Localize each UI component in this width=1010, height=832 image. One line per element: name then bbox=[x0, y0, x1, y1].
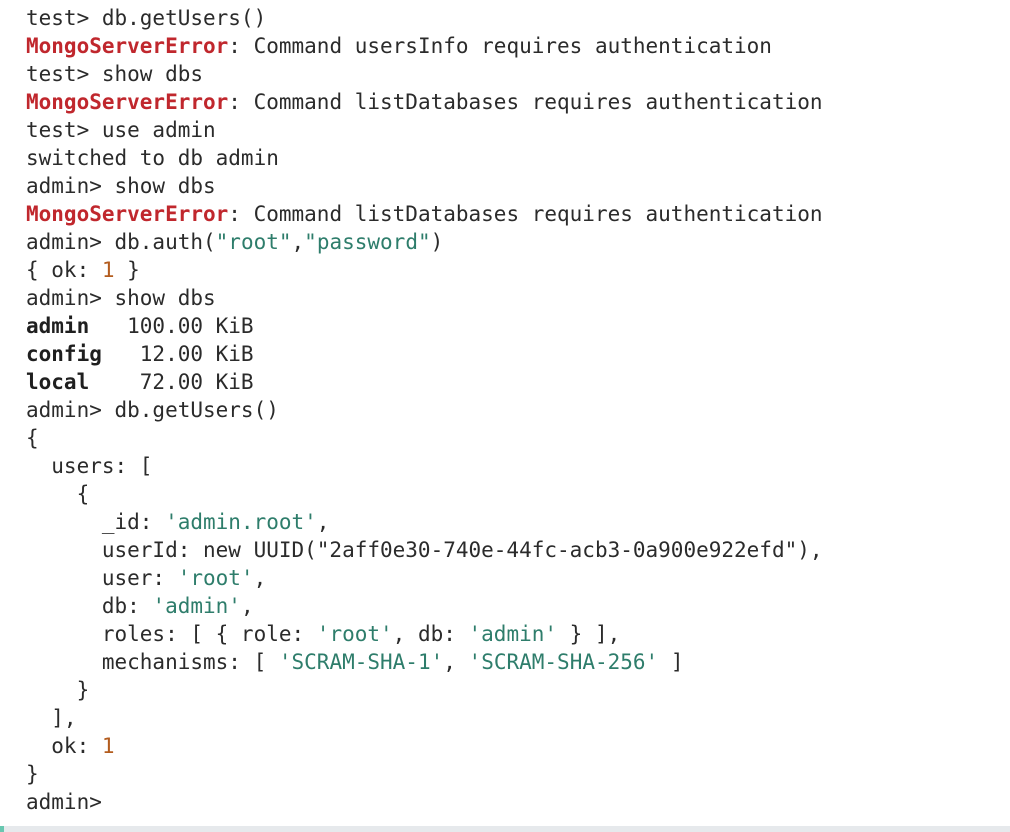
error-message: : Command usersInfo requires authenticat… bbox=[228, 34, 772, 58]
string-literal: 'root' bbox=[177, 566, 254, 590]
terminal-line: { ok: 1 } bbox=[26, 256, 1010, 284]
output-text: user: bbox=[26, 566, 178, 590]
terminal-line: user: 'root', bbox=[26, 564, 1010, 592]
string-literal: 'admin' bbox=[152, 594, 241, 618]
error-label: MongoServerError bbox=[26, 202, 229, 226]
output-text: { ok: bbox=[26, 258, 102, 282]
terminal-line: _id: 'admin.root', bbox=[26, 508, 1010, 536]
string-literal: 'admin' bbox=[468, 622, 558, 646]
terminal-line: mechanisms: [ 'SCRAM-SHA-1', 'SCRAM-SHA-… bbox=[26, 648, 1010, 676]
terminal-line: ok: 1 bbox=[26, 732, 1010, 760]
db-list-row: config 12.00 KiB bbox=[26, 340, 1010, 368]
string-literal: "root" bbox=[215, 230, 292, 254]
terminal-line: ], bbox=[26, 706, 77, 730]
number-literal: 1 bbox=[101, 734, 115, 758]
output-text: ] bbox=[658, 650, 684, 674]
terminal-line: test> use admin bbox=[26, 118, 216, 142]
horizontal-scrollbar[interactable] bbox=[0, 826, 1010, 832]
terminal-line: MongoServerError: Command usersInfo requ… bbox=[26, 32, 1010, 60]
output-text: , db: bbox=[392, 622, 469, 646]
terminal-line: { bbox=[26, 426, 39, 450]
output-text: , bbox=[253, 566, 267, 590]
terminal-line: admin> show dbs bbox=[26, 174, 216, 198]
terminal-line: roles: [ { role: 'root', db: 'admin' } ]… bbox=[26, 620, 1010, 648]
error-label: MongoServerError bbox=[26, 34, 229, 58]
error-message: : Command listDatabases requires authent… bbox=[228, 90, 823, 114]
scrollbar-thumb[interactable] bbox=[0, 826, 4, 832]
output-text: } bbox=[114, 258, 140, 282]
output-text: , bbox=[443, 650, 469, 674]
string-literal: 'SCRAM-SHA-1' bbox=[278, 650, 444, 674]
command-text: ) bbox=[430, 230, 444, 254]
terminal-line: admin> show dbs bbox=[26, 286, 216, 310]
terminal-line: MongoServerError: Command listDatabases … bbox=[26, 88, 1010, 116]
command-text: admin> db.auth( bbox=[26, 230, 216, 254]
terminal-line: test> show dbs bbox=[26, 62, 204, 86]
terminal-line: switched to db admin bbox=[26, 146, 279, 170]
terminal-line: userId: new UUID("2aff0e30-740e-44fc-acb… bbox=[26, 538, 823, 562]
db-size: 100.00 KiB bbox=[89, 314, 254, 338]
output-text: ok: bbox=[26, 734, 102, 758]
prompt-line[interactable]: admin> bbox=[26, 790, 102, 814]
error-message: : Command listDatabases requires authent… bbox=[228, 202, 823, 226]
output-text: , bbox=[240, 594, 254, 618]
terminal-line: users: [ bbox=[26, 454, 153, 478]
string-literal: 'root' bbox=[316, 622, 393, 646]
output-text: } ], bbox=[557, 622, 621, 646]
error-label: MongoServerError bbox=[26, 90, 229, 114]
output-text: roles: [ { role: bbox=[26, 622, 317, 646]
output-text: , bbox=[316, 510, 330, 534]
db-list-row: admin 100.00 KiB bbox=[26, 312, 1010, 340]
db-size: 12.00 KiB bbox=[101, 342, 254, 366]
output-text: _id: bbox=[26, 510, 166, 534]
terminal-line: MongoServerError: Command listDatabases … bbox=[26, 200, 1010, 228]
db-name: admin bbox=[26, 314, 90, 338]
terminal-line: } bbox=[26, 678, 90, 702]
output-text: mechanisms: [ bbox=[26, 650, 279, 674]
terminal-line: test> db.getUsers() bbox=[26, 6, 267, 30]
string-literal: "password" bbox=[304, 230, 431, 254]
terminal-line: db: 'admin', bbox=[26, 592, 1010, 620]
output-text: db: bbox=[26, 594, 153, 618]
string-literal: 'admin.root' bbox=[165, 510, 317, 534]
number-literal: 1 bbox=[101, 258, 115, 282]
terminal-line: admin> db.auth("root","password") bbox=[26, 228, 1010, 256]
db-list-row: local 72.00 KiB bbox=[26, 368, 1010, 396]
terminal-line: } bbox=[26, 762, 39, 786]
db-size: 72.00 KiB bbox=[89, 370, 254, 394]
terminal-line: admin> db.getUsers() bbox=[26, 398, 279, 422]
db-name: local bbox=[26, 370, 90, 394]
string-literal: 'SCRAM-SHA-256' bbox=[468, 650, 659, 674]
command-text: , bbox=[291, 230, 305, 254]
terminal-line: { bbox=[26, 482, 90, 506]
db-name: config bbox=[26, 342, 102, 366]
